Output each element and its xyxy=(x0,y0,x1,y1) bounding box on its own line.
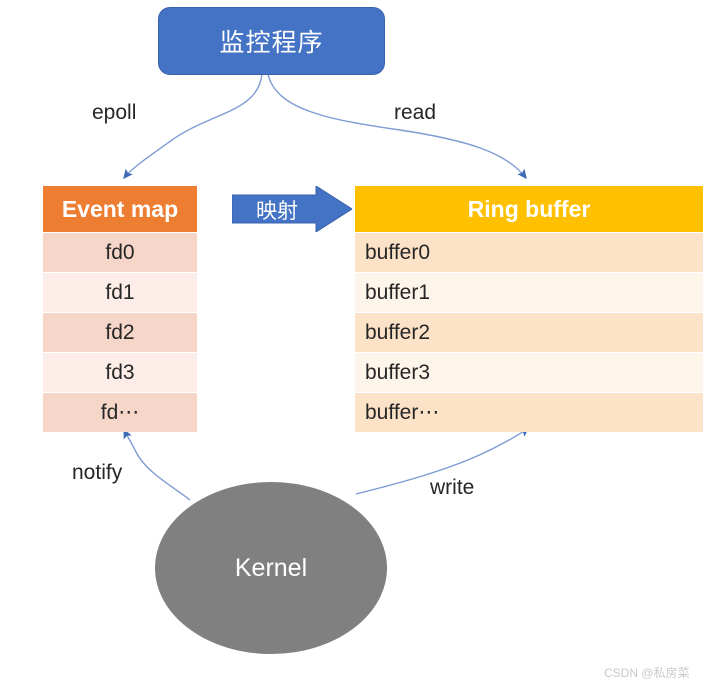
table-ring-buffer-header: Ring buffer xyxy=(355,186,703,232)
edge-notify-path xyxy=(123,428,191,501)
table-row[interactable]: fd⋯ xyxy=(43,393,197,432)
mapping-block-arrow-label: 映射 xyxy=(256,199,298,223)
table-row[interactable]: buffer1 xyxy=(355,273,703,312)
edge-label-write: write xyxy=(430,476,475,499)
node-monitor-program-label: 监控程序 xyxy=(219,28,324,57)
edge-read-path xyxy=(267,73,527,180)
table-row[interactable]: fd1 xyxy=(43,273,197,312)
table-row[interactable]: fd2 xyxy=(43,313,197,352)
node-kernel-label: Kernel xyxy=(234,553,308,582)
table-row[interactable]: fd3 xyxy=(43,353,197,392)
node-monitor-program[interactable]: 监控程序 xyxy=(158,7,385,75)
table-row[interactable]: buffer2 xyxy=(355,313,703,352)
table-row[interactable]: buffer3 xyxy=(355,353,703,392)
table-row[interactable]: buffer⋯ xyxy=(355,393,703,432)
mapping-arrow-shape xyxy=(232,186,352,232)
edge-label-read: read xyxy=(394,101,437,124)
edge-epoll-path xyxy=(123,73,263,180)
edge-label-notify: notify xyxy=(72,461,123,484)
watermark: CSDN @私房菜 xyxy=(604,666,690,680)
table-event-map-header: Event map xyxy=(43,186,197,232)
mapping-block-arrow: 映射 xyxy=(232,186,352,232)
table-row[interactable]: fd0 xyxy=(43,233,197,272)
table-event-map: Event map fd0 fd1 fd2 fd3 fd⋯ xyxy=(43,186,197,432)
table-row[interactable]: buffer0 xyxy=(355,233,703,272)
node-kernel[interactable]: Kernel xyxy=(155,482,387,654)
table-ring-buffer: Ring buffer buffer0 buffer1 buffer2 buff… xyxy=(355,186,703,432)
edge-write-path xyxy=(355,427,530,495)
edge-label-epoll: epoll xyxy=(92,101,137,124)
